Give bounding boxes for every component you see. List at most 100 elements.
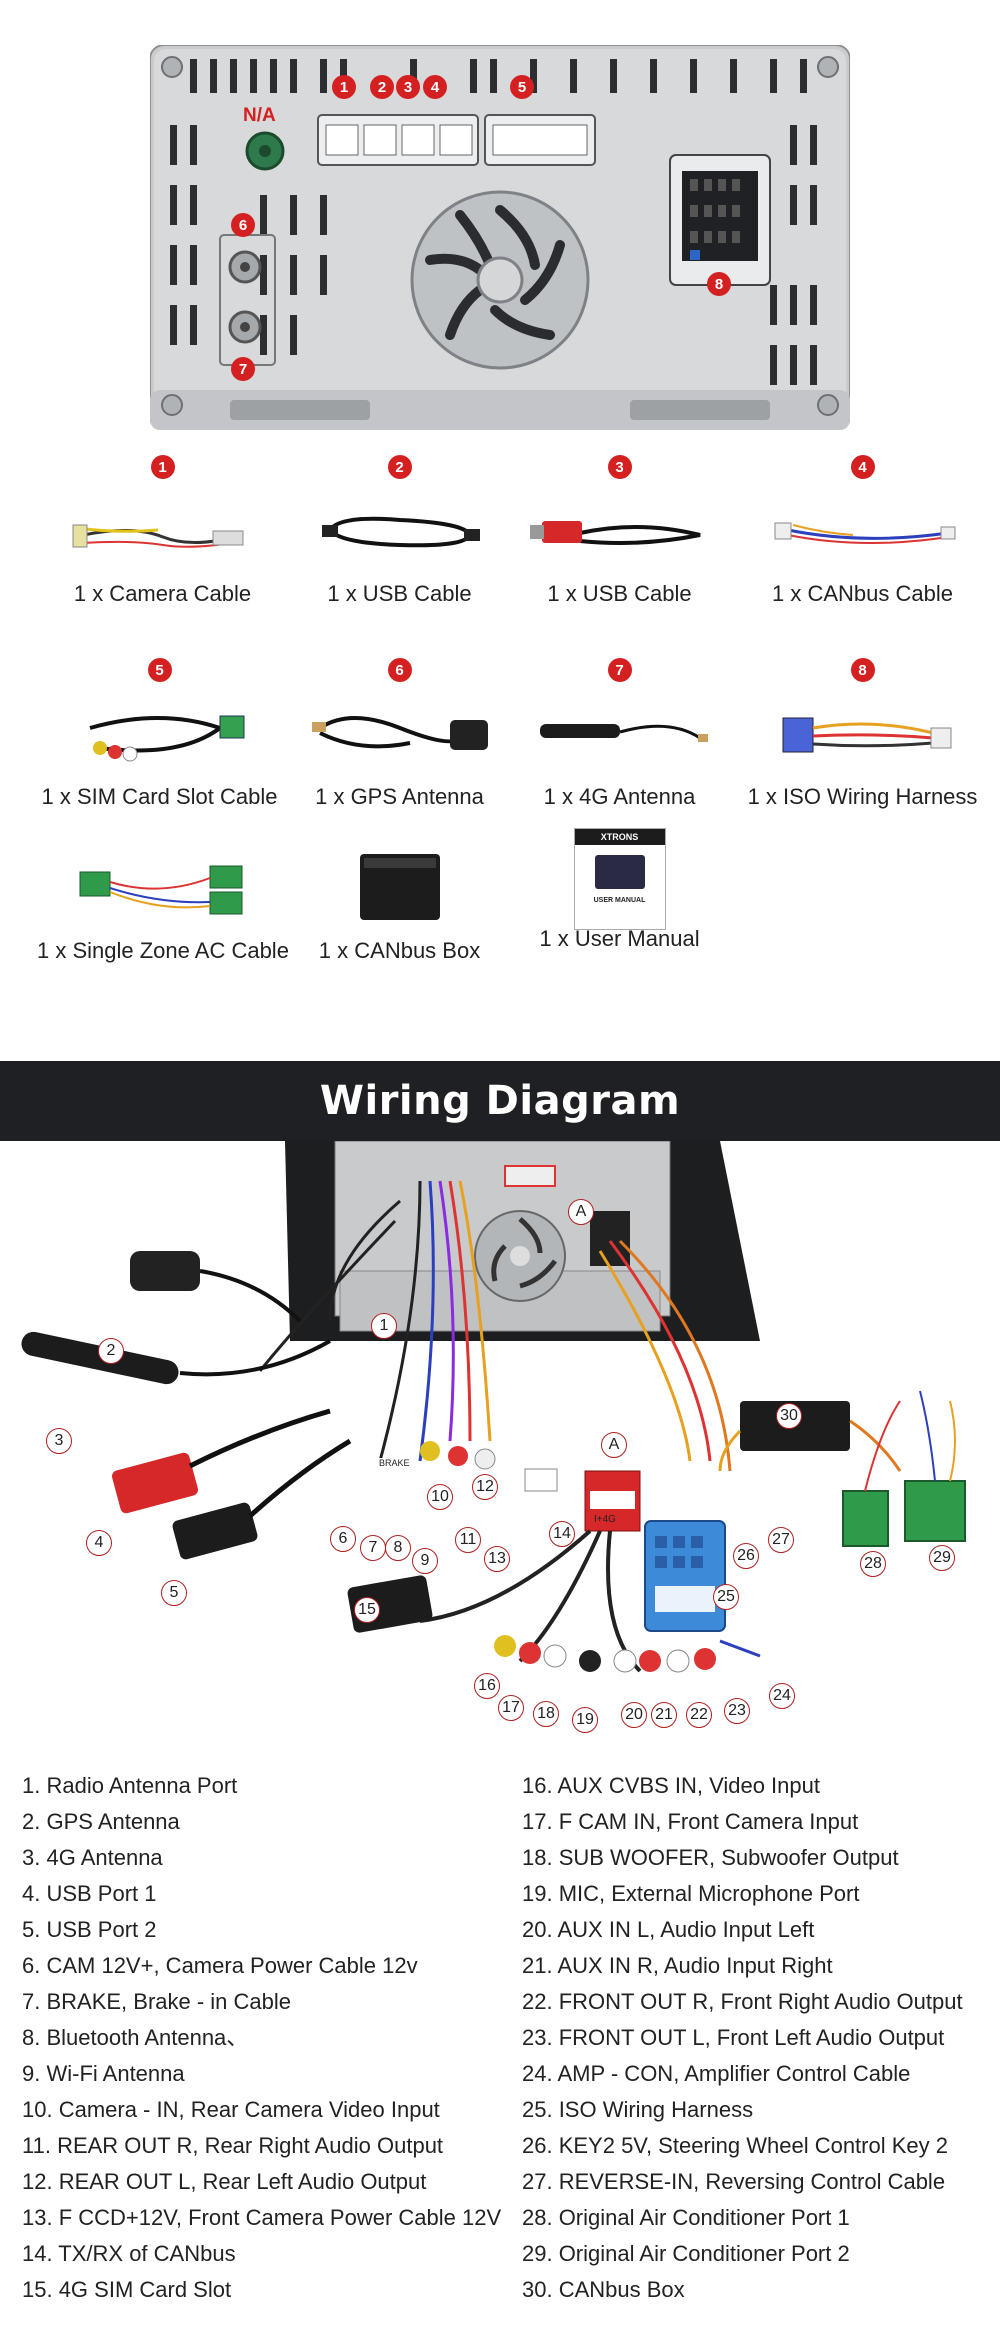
legend-item: 2. GPS Antenna xyxy=(22,1809,180,1834)
diagram-marker-11: 11 xyxy=(455,1527,481,1553)
diagram-marker-4: 4 xyxy=(86,1530,112,1556)
accessory-iso-wiring-harness: 8 1 x ISO Wiring Harness xyxy=(740,658,985,810)
accessory-canbus-box: 1 x CANbus Box xyxy=(277,836,522,964)
diagram-marker-2: 2 xyxy=(98,1338,124,1364)
accessory-label: 1 x USB Cable xyxy=(547,581,692,606)
legend-left-column: 1. Radio Antenna Port 2. GPS Antenna 3. … xyxy=(22,1768,501,2308)
back-panel-badge-4: 4 xyxy=(423,75,447,99)
legend-item: 8. Bluetooth Antenna、 xyxy=(22,2025,249,2050)
diagram-marker-8: 8 xyxy=(385,1535,411,1561)
diagram-marker-29: 29 xyxy=(929,1545,955,1571)
wiring-diagram-header: Wiring Diagram xyxy=(0,1061,1000,1141)
4g-antenna-image xyxy=(539,724,708,742)
ac-cable-image xyxy=(79,865,242,915)
back-panel-badge-2: 2 xyxy=(370,75,394,99)
diagram-marker-14: 14 xyxy=(549,1521,575,1547)
canbus-cable-image xyxy=(774,522,955,545)
accessory-usb-cable-1: 2 1 x USB Cable xyxy=(277,455,522,607)
legend-item: 16. AUX CVBS IN, Video Input xyxy=(522,1773,820,1798)
manual-brand: XTRONS xyxy=(574,829,665,845)
diagram-marker-5: 5 xyxy=(161,1580,187,1606)
diagram-marker-a-plug: A xyxy=(601,1432,627,1458)
head-unit-back-panel: N/A 1 2 3 4 5 6 7 8 xyxy=(149,44,851,431)
legend-item: 12. REAR OUT L, Rear Left Audio Output xyxy=(22,2169,427,2194)
accessory-number: 1 xyxy=(150,455,175,479)
gps-antenna-image xyxy=(311,716,488,750)
legend-item: 17. F CAM IN, Front Camera Input xyxy=(522,1809,859,1834)
back-panel-badge-7: 7 xyxy=(231,357,255,381)
accessory-label: 1 x USB Cable xyxy=(327,581,472,606)
accessory-number: 5 xyxy=(147,658,172,682)
accessory-number: 4 xyxy=(850,455,875,479)
legend-item: 22. FRONT OUT R, Front Right Audio Outpu… xyxy=(522,1989,963,2014)
back-panel-badge-3: 3 xyxy=(396,75,420,99)
legend-right-column: 16. AUX CVBS IN, Video Input 17. F CAM I… xyxy=(522,1768,963,2308)
diagram-marker-12: 12 xyxy=(472,1474,498,1500)
legend-item: 15. 4G SIM Card Slot xyxy=(22,2277,232,2302)
accessory-number: 7 xyxy=(607,658,632,682)
back-panel-badge-6: 6 xyxy=(231,213,255,237)
diagram-marker-30: 30 xyxy=(776,1403,802,1429)
accessory-usb-cable-2: 3 1 x USB Cable xyxy=(497,455,742,607)
accessory-label: 1 x GPS Antenna xyxy=(315,784,484,809)
user-manual-image: XTRONS USER MANUAL xyxy=(573,828,666,930)
back-panel-badge-1: 1 xyxy=(332,75,356,99)
wiring-diagram: 1 2 3 4 5 6 7 8 9 10 11 12 13 14 15 16 1… xyxy=(0,1140,1000,1741)
legend-item: 4. USB Port 1 xyxy=(22,1881,157,1906)
legend-item: 19. MIC, External Microphone Port xyxy=(522,1881,860,1906)
accessory-label: 1 x User Manual xyxy=(539,926,700,951)
back-panel-badge-8: 8 xyxy=(707,272,731,296)
legend-item: 23. FRONT OUT L, Front Left Audio Output xyxy=(522,2025,945,2050)
accessory-label: 1 x Camera Cable xyxy=(73,581,252,606)
wiring-diagram-illustration xyxy=(21,1140,966,1673)
legend-item: 7. BRAKE, Brake - in Cable xyxy=(22,1989,292,2014)
wiring-diagram-title: Wiring Diagram xyxy=(319,1078,681,1124)
diagram-marker-16: 16 xyxy=(474,1673,500,1699)
diagram-marker-6: 6 xyxy=(330,1526,356,1552)
diagram-marker-10: 10 xyxy=(427,1484,453,1510)
accessory-label: 1 x CANbus Cable xyxy=(772,581,953,606)
accessory-label: 1 x Single Zone AC Cable xyxy=(37,938,289,963)
accessory-sim-card-slot-cable: 5 1 x SIM Card Slot Cable xyxy=(37,658,282,810)
accessory-gps-antenna: 6 1 x GPS Antenna xyxy=(277,658,522,810)
legend-item: 13. F CCD+12V, Front Camera Power Cable … xyxy=(22,2205,502,2230)
diagram-marker-15: 15 xyxy=(354,1597,380,1623)
legend-item: 29. Original Air Conditioner Port 2 xyxy=(522,2241,850,2266)
legend-item: 26. KEY2 5V, Steering Wheel Control Key … xyxy=(522,2133,948,2158)
legend-item: 1. Radio Antenna Port xyxy=(22,1773,238,1798)
accessory-number: 3 xyxy=(607,455,632,479)
back-panel-illustration xyxy=(149,44,851,431)
accessory-number: 2 xyxy=(387,455,412,479)
diagram-marker-9: 9 xyxy=(412,1548,438,1574)
legend-item: 14. TX/RX of CANbus xyxy=(22,2241,236,2266)
diagram-marker-24: 24 xyxy=(769,1683,795,1709)
diagram-marker-22: 22 xyxy=(686,1702,712,1728)
brake-label: BRAKE xyxy=(377,1458,412,1468)
diagram-marker-21: 21 xyxy=(651,1702,677,1728)
na-label: N/A xyxy=(243,105,276,126)
legend-item: 11. REAR OUT R, Rear Right Audio Output xyxy=(22,2133,444,2158)
diagram-marker-a-top: A xyxy=(568,1199,594,1225)
canbus-box-image xyxy=(359,854,440,920)
legend-item: 24. AMP - CON, Amplifier Control Cable xyxy=(522,2061,911,2086)
legend-item: 18. SUB WOOFER, Subwoofer Output xyxy=(522,1845,899,1870)
legend-item: 30. CANbus Box xyxy=(522,2277,685,2302)
usb-cable-image xyxy=(321,516,480,548)
diagram-marker-19: 19 xyxy=(572,1707,598,1733)
diagram-marker-17: 17 xyxy=(498,1695,524,1721)
accessory-label: 1 x 4G Antenna xyxy=(543,784,696,809)
accessory-number: 8 xyxy=(850,658,875,682)
sim-card-slot-cable-image xyxy=(88,715,244,762)
usb-cable-red-image xyxy=(529,521,700,545)
diagram-marker-26: 26 xyxy=(733,1543,759,1569)
accessory-4g-antenna: 7 1 x 4G Antenna xyxy=(497,658,742,810)
diagram-marker-13: 13 xyxy=(484,1546,510,1572)
plug-a-label: I+4G xyxy=(594,1514,616,1525)
iso-wiring-harness-image xyxy=(782,717,951,753)
legend-item: 3. 4G Antenna xyxy=(22,1845,163,1870)
legend-item: 28. Original Air Conditioner Port 1 xyxy=(522,2205,850,2230)
back-panel-badge-5: 5 xyxy=(510,75,534,99)
accessory-label: 1 x ISO Wiring Harness xyxy=(747,784,978,809)
accessory-single-zone-ac-cable: 1 x Single Zone AC Cable xyxy=(37,836,289,964)
diagram-marker-7: 7 xyxy=(360,1535,386,1561)
